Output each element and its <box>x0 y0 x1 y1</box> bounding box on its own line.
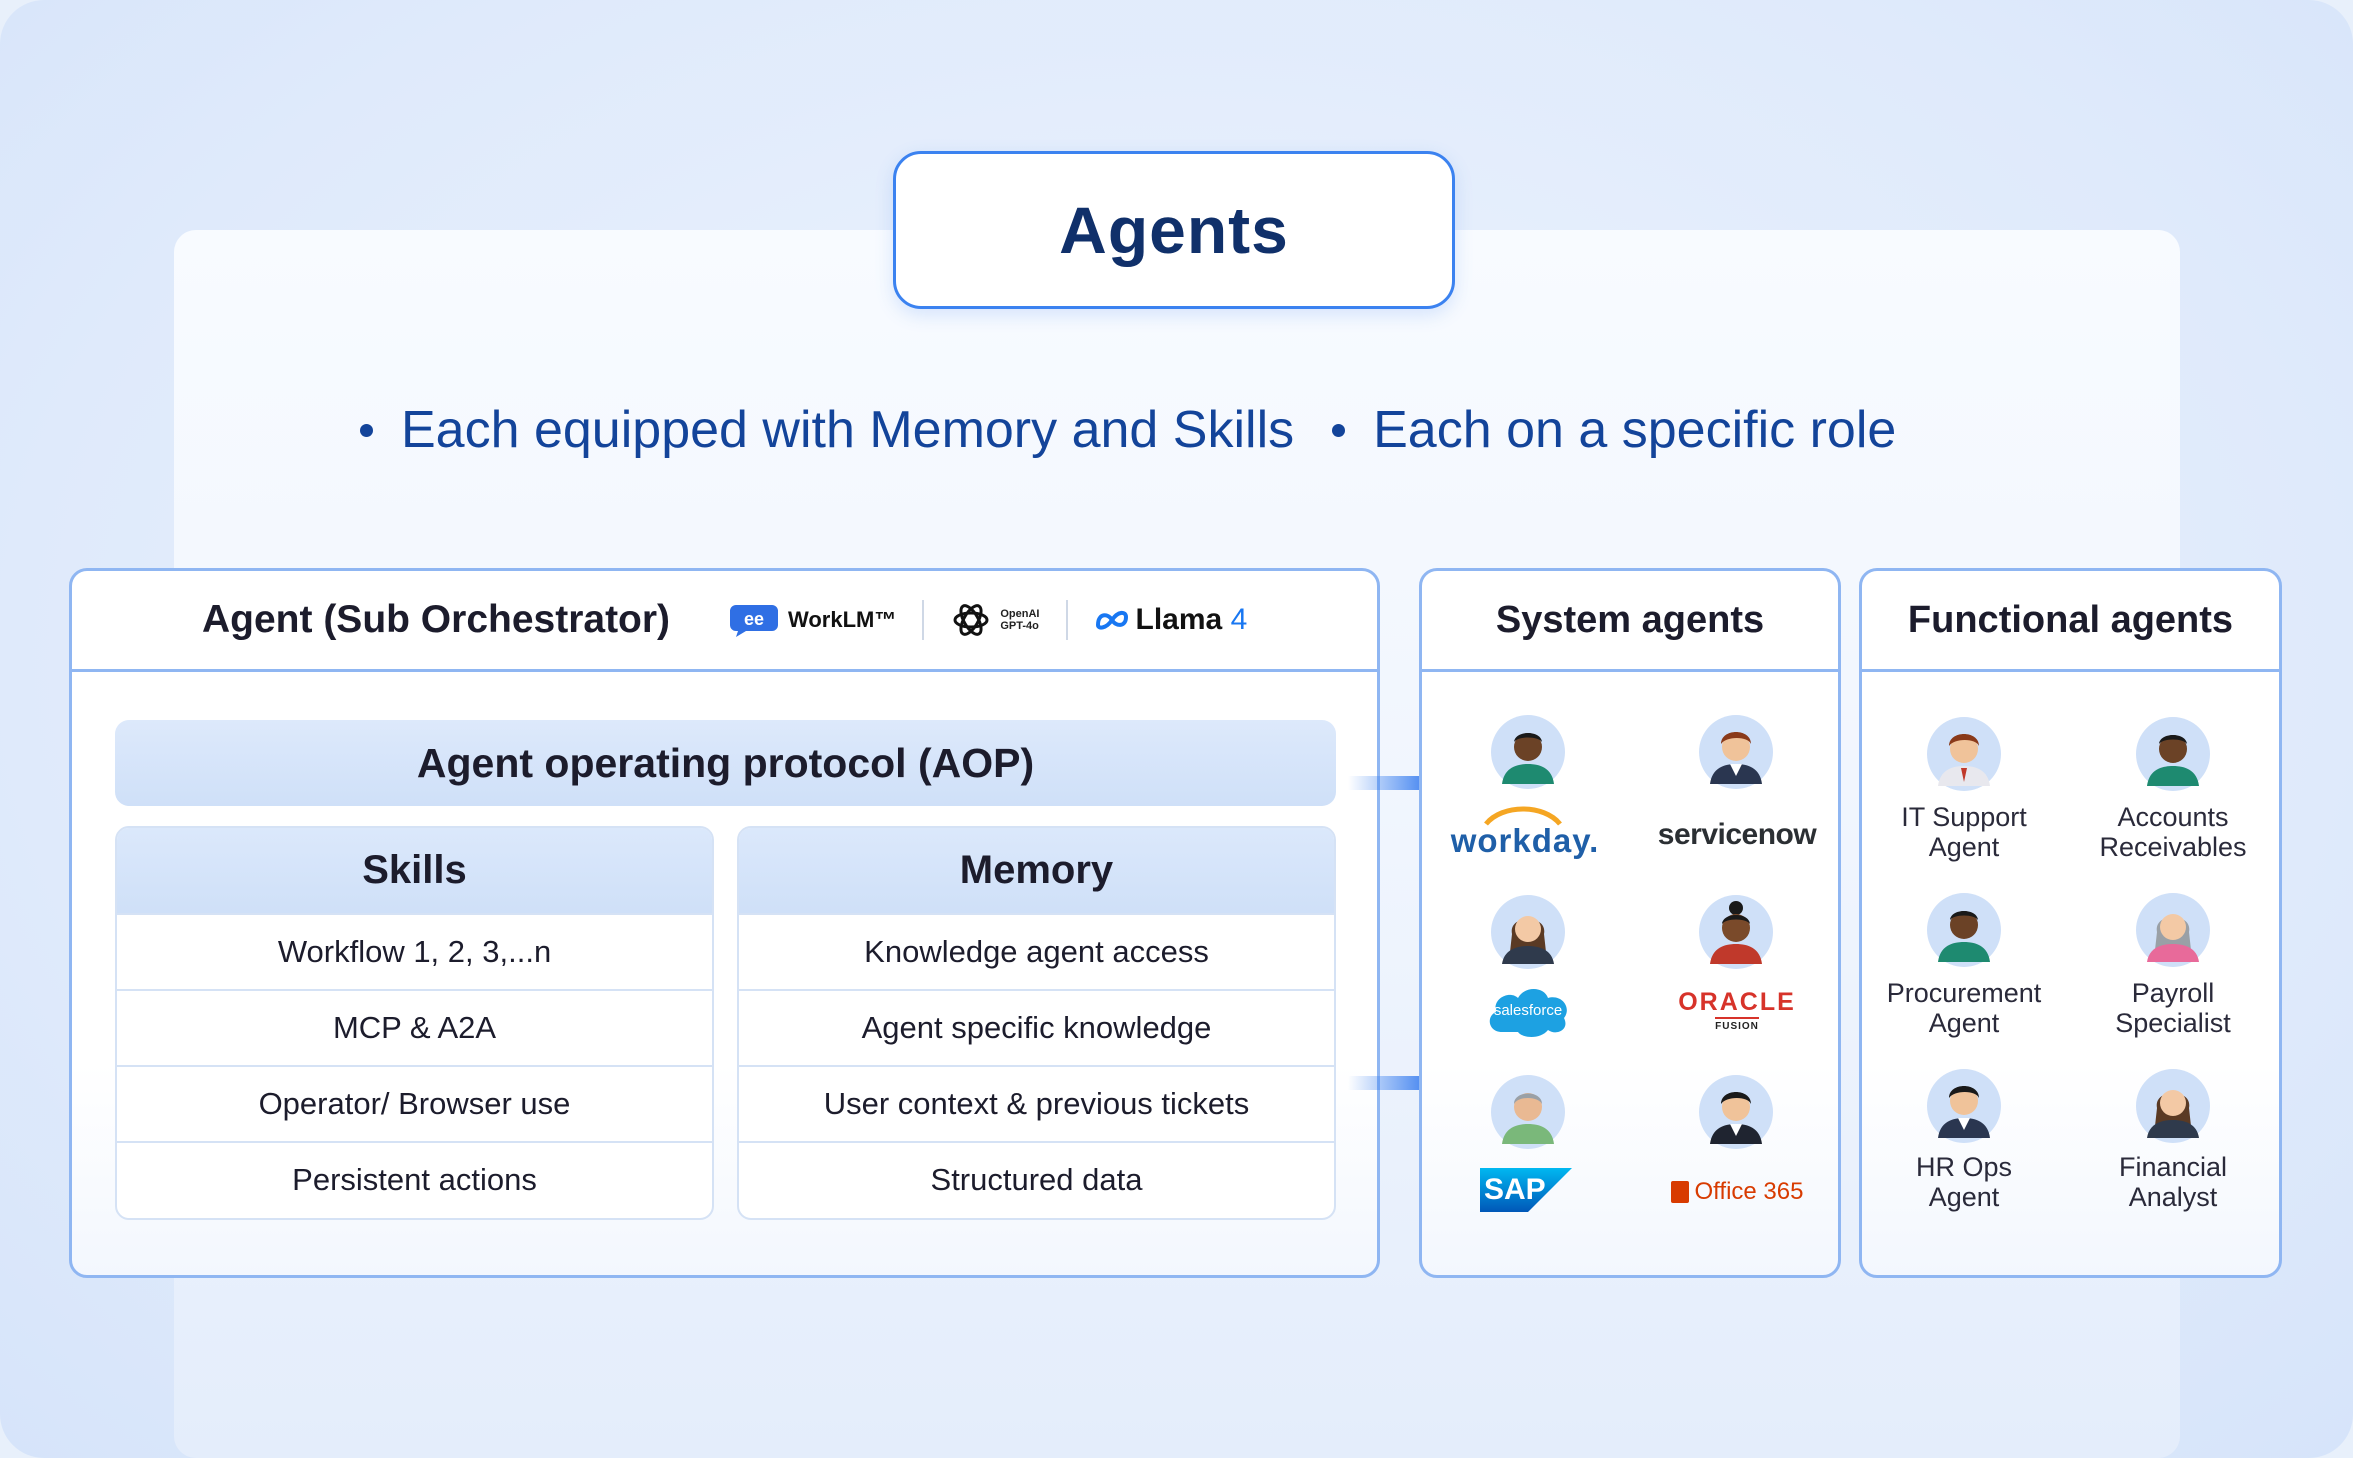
sap-badge-icon <box>1480 1168 1572 1212</box>
agent-label-line: IT Support <box>1901 802 2027 832</box>
avatar-icon <box>1927 893 2001 967</box>
avatar-icon <box>1491 895 1565 969</box>
servicenow-logo: servicenow <box>1648 812 1826 858</box>
openai-icon <box>953 604 989 636</box>
worklm-logo: ee WorkLM™ <box>730 593 896 647</box>
agent-label-line: Agent <box>1928 1182 2000 1212</box>
agent-label-line: HR Ops <box>1915 1152 2013 1182</box>
aop-bar: Agent operating protocol (AOP) <box>115 720 1336 806</box>
workday-logo: workday. <box>1450 818 1600 864</box>
avatar-icon <box>1699 895 1773 969</box>
salesforce-logo: salesforce <box>1482 980 1574 1040</box>
title-box: Agents <box>893 151 1455 309</box>
agent-label-line: Payroll <box>2131 978 2215 1008</box>
svg-text:ee: ee <box>744 609 764 629</box>
servicenow-label: servicenow <box>1657 818 1817 851</box>
agent-label-line: Analyst <box>2128 1182 2218 1212</box>
bullet-item: Each on a specific role <box>1332 400 1896 460</box>
worklm-icon: ee <box>730 605 778 637</box>
agent-card-header: Agent (Sub Orchestrator) ee WorkLM™ <box>72 571 1377 672</box>
office365-logo: Office 365 <box>1660 1172 1814 1212</box>
bullet-text: Each on a specific role <box>1373 401 1897 459</box>
avatar-icon <box>1927 717 2001 791</box>
model-logos: ee WorkLM™ OpenAI GPT-4o <box>730 593 1247 647</box>
functional-agents-header: Functional agents <box>1862 571 2279 672</box>
gpt-label: GPT-4o <box>1000 620 1039 632</box>
workday-arc-icon <box>1484 806 1562 826</box>
office365-label: Office 365 <box>1694 1178 1804 1205</box>
sap-label: SAP <box>1484 1173 1546 1206</box>
agent-label-line: Financial <box>2118 1152 2228 1182</box>
bullet-dot <box>360 423 373 437</box>
worklm-label: WorkLM™ <box>788 607 897 632</box>
openai-label: OpenAI <box>1000 608 1040 620</box>
meta-infinity-icon <box>1095 610 1128 630</box>
avatar-icon <box>2136 717 2210 791</box>
agent-label-line: Receivables <box>2099 832 2247 862</box>
bullet-list: Each equipped with Memory and Skills Eac… <box>360 395 2060 465</box>
functional-agent-label: Financial Analyst <box>2068 1152 2278 1212</box>
system-agents-header: System agents <box>1422 571 1838 672</box>
office-icon <box>1670 1181 1689 1203</box>
memory-row: Agent specific knowledge <box>739 989 1334 1065</box>
avatar-icon <box>2136 1069 2210 1143</box>
memory-column: Memory Knowledge agent access Agent spec… <box>737 826 1336 1220</box>
avatar-icon <box>2136 893 2210 967</box>
llama-version: 4 <box>1230 603 1248 636</box>
agent-card-title: Agent (Sub Orchestrator) <box>202 598 671 641</box>
functional-agent-label: Procurement Agent <box>1859 978 2069 1038</box>
agent-label-line: Agent <box>1928 832 2000 862</box>
skill-row: Operator/ Browser use <box>117 1065 712 1141</box>
page-title: Agents <box>1059 193 1289 267</box>
memory-header: Memory <box>739 828 1334 913</box>
oracle-label: ORACLE <box>1678 988 1796 1016</box>
bullet-text: Each equipped with Memory and Skills <box>401 401 1295 459</box>
logo-divider <box>1065 600 1068 640</box>
skills-column: Skills Workflow 1, 2, 3,...n MCP & A2A O… <box>115 826 714 1220</box>
agent-label-line: Procurement <box>1886 978 2042 1008</box>
openai-logo: OpenAI GPT-4o <box>950 593 1040 647</box>
skills-header: Skills <box>117 828 712 913</box>
logo-divider <box>922 600 925 640</box>
functional-agent-label: Accounts Receivables <box>2068 802 2278 862</box>
oracle-logo: ORACLE FUSION <box>1660 984 1814 1036</box>
workday-label: workday. <box>1450 822 1600 859</box>
memory-row: User context & previous tickets <box>739 1065 1334 1141</box>
avatar-icon <box>1491 715 1565 789</box>
agent-label-line: Agent <box>1928 1008 2000 1038</box>
sap-logo: SAP <box>1480 1168 1572 1212</box>
skill-row: MCP & A2A <box>117 989 712 1065</box>
functional-agent-label: HR Ops Agent <box>1859 1152 2069 1212</box>
aop-label: Agent operating protocol (AOP) <box>416 739 1035 786</box>
avatar-icon <box>1927 1069 2001 1143</box>
avatar-icon <box>1699 1075 1773 1149</box>
bullet-item: Each equipped with Memory and Skills <box>360 400 1294 460</box>
functional-agent-label: IT Support Agent <box>1859 802 2069 862</box>
salesforce-cloud-icon <box>1489 989 1567 1037</box>
llama-logo: Llama 4 <box>1094 593 1248 647</box>
memory-row: Structured data <box>739 1141 1334 1217</box>
avatar-icon <box>1699 715 1773 789</box>
agent-label-line: Accounts <box>2117 802 2229 832</box>
skill-row: Persistent actions <box>117 1141 712 1217</box>
functional-agent-label: Payroll Specialist <box>2068 978 2278 1038</box>
skill-row: Workflow 1, 2, 3,...n <box>117 913 712 989</box>
agent-label-line: Specialist <box>2115 1008 2231 1038</box>
avatar-icon <box>1491 1075 1565 1149</box>
llama-label: Llama <box>1135 603 1223 636</box>
bullet-dot <box>1332 423 1346 437</box>
memory-row: Knowledge agent access <box>739 913 1334 989</box>
oracle-fusion-label: FUSION <box>1715 1017 1759 1032</box>
salesforce-label: salesforce <box>1493 1001 1563 1019</box>
